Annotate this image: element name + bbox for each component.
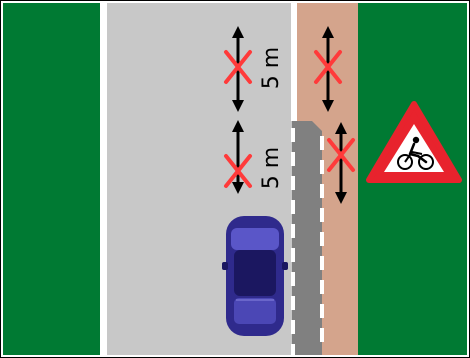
road-edge-line-left	[100, 3, 107, 355]
left-grass	[3, 3, 100, 355]
parking-strip	[292, 121, 322, 355]
car-icon	[222, 216, 288, 336]
distance-label-lower: 5 m	[259, 147, 284, 189]
distance-label-upper: 5 m	[259, 47, 284, 89]
bike-lane-solid-line	[291, 3, 297, 121]
